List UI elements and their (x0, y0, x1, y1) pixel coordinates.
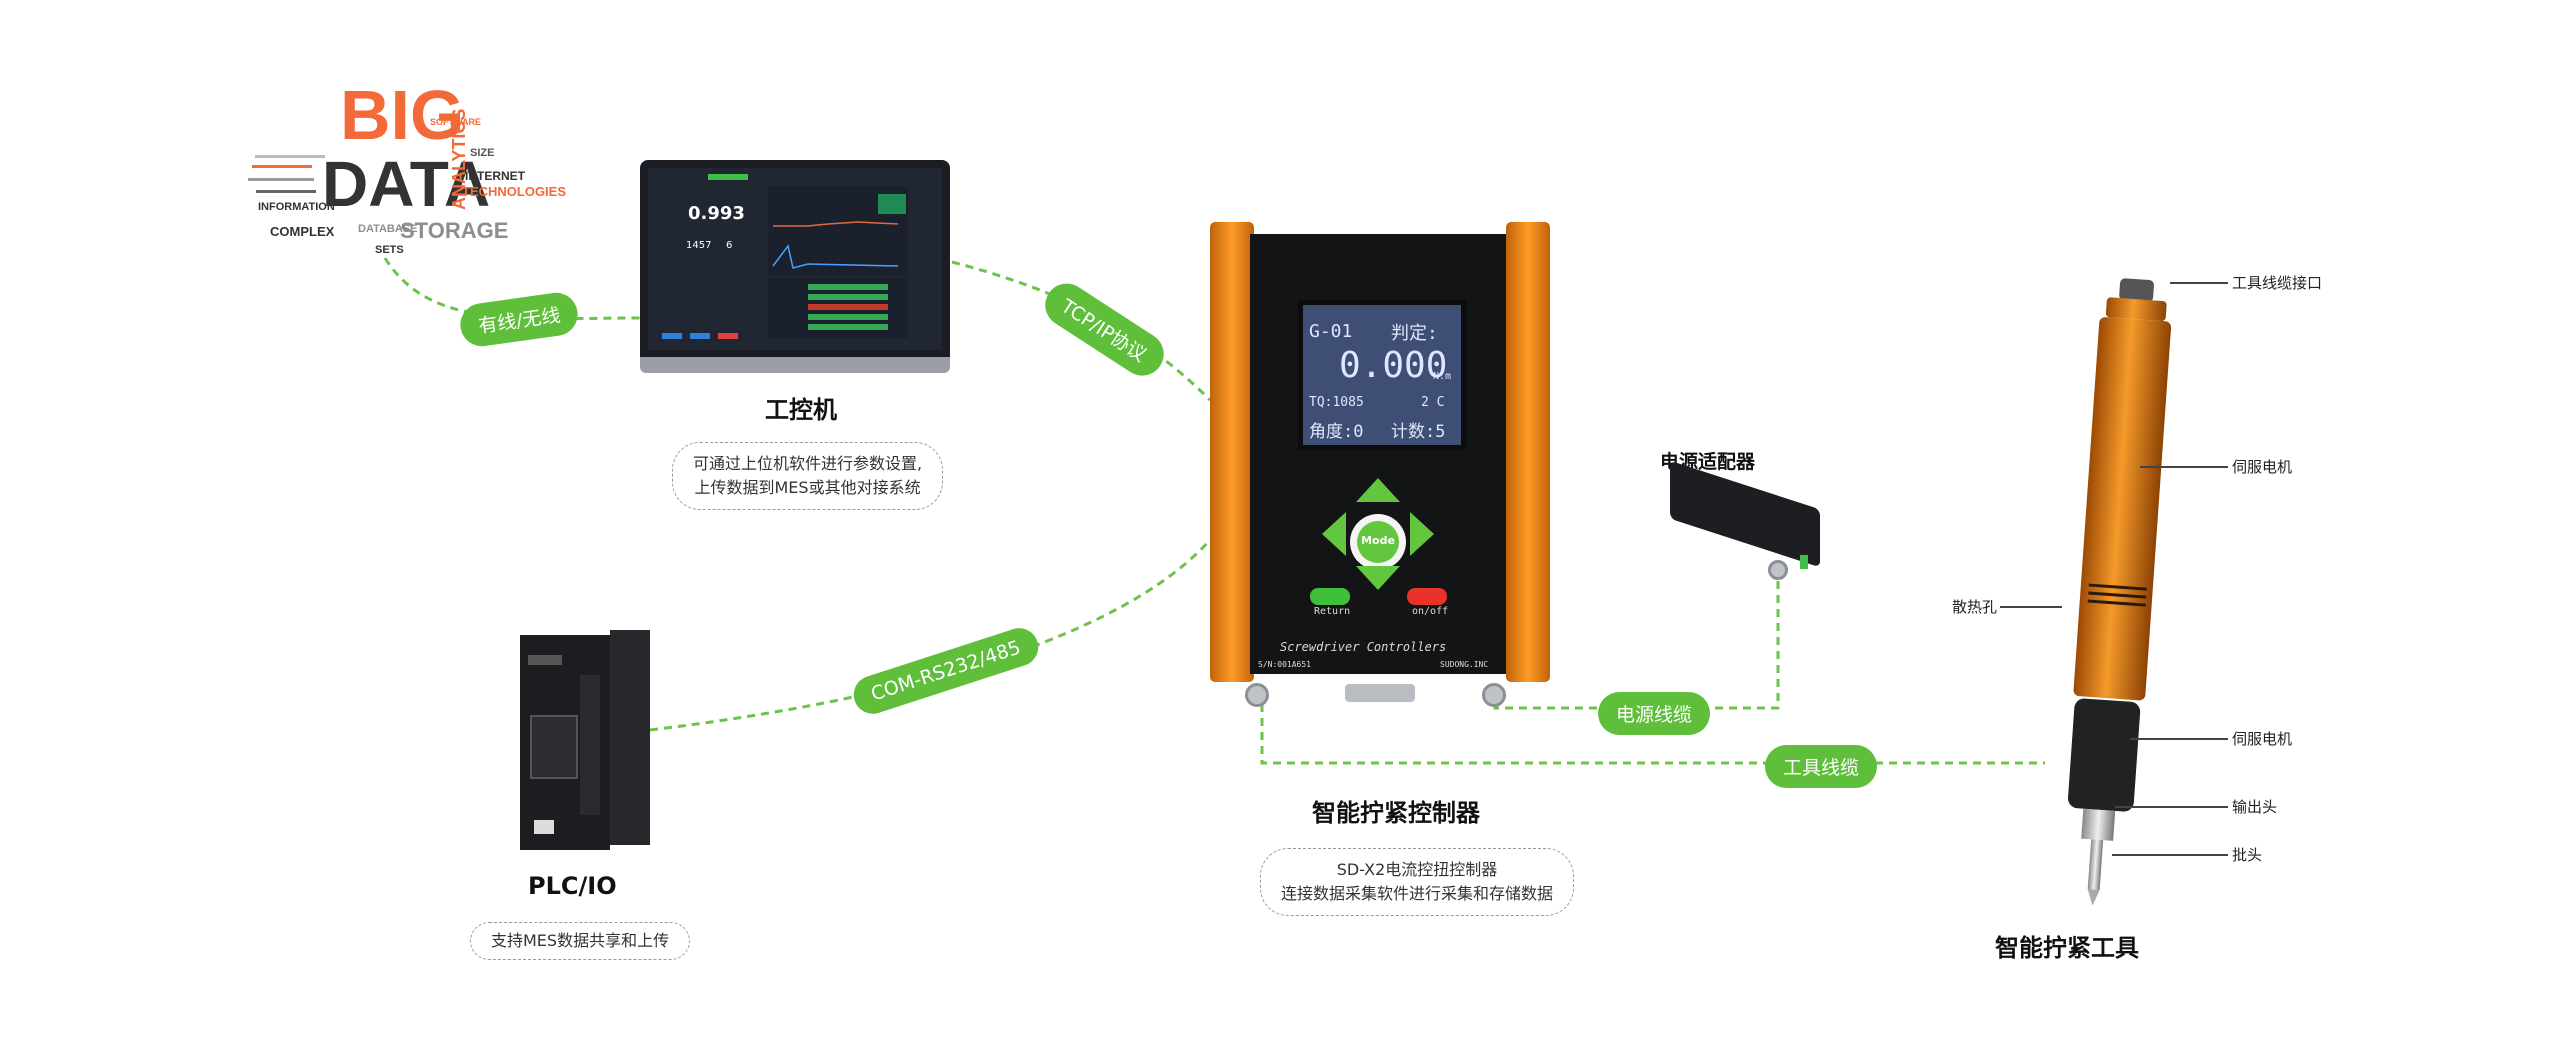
word-size: SIZE (470, 147, 495, 159)
ipc-desc-line2: 上传数据到MES或其他对接系统 (694, 478, 921, 497)
plc-label (534, 820, 554, 834)
controller-desc-line1: SD-X2电流控扭控制器 (1336, 860, 1498, 879)
btn-red (718, 333, 738, 339)
return-button[interactable] (1310, 588, 1350, 605)
callout-servo-motor-bottom: 伺服电机 (2232, 730, 2293, 748)
word-database: DATABASE (358, 223, 418, 235)
ipc-description: 可通过上位机软件进行参数设置, 上传数据到MES或其他对接系统 (672, 442, 944, 510)
up-arrow-icon (1356, 478, 1400, 502)
controller-db-port (1345, 684, 1415, 702)
lcd-count: 计数:5 (1391, 422, 1446, 442)
word-complex: COMPLEX (270, 224, 335, 239)
word-big: BIG (340, 76, 465, 154)
callout-vent-holes: 散热孔 (1952, 598, 1998, 616)
plc-display (528, 655, 562, 665)
ipc-desc-line1: 可通过上位机软件进行参数设置, (693, 454, 923, 473)
plc-side-panel (610, 630, 650, 845)
plc-description: 支持MES数据共享和上传 (470, 922, 691, 960)
callout-line (2000, 606, 2062, 608)
callout-line (2115, 806, 2228, 808)
down-arrow-icon (1356, 566, 1400, 590)
controller-serial: S/N:001A651 (1258, 660, 1311, 669)
controller-rail-right (1506, 222, 1550, 682)
word-storage: STORAGE (400, 218, 509, 243)
lcd-unit: N.m (1433, 371, 1452, 382)
torque-readout: 0.993 (688, 203, 745, 224)
callout-bit: 批头 (2232, 846, 2263, 864)
label-power-cable: 电源线缆 (1598, 692, 1711, 735)
onoff-label: on/off (1412, 606, 1449, 617)
lcd-judge: 判定: (1391, 323, 1438, 344)
arrow-keys (1322, 478, 1434, 590)
plc-terminal (530, 715, 578, 779)
count-readout: 1457 (686, 240, 712, 251)
plc-connector (580, 675, 600, 815)
status-bar (708, 174, 748, 180)
controller-brand: Screwdriver Controllers (1280, 640, 1447, 654)
word-software: SOFTWARE (430, 117, 481, 127)
controller-desc-line2: 连接数据采集软件进行采集和存储数据 (1281, 884, 1554, 903)
word-information: INFORMATION (258, 201, 335, 213)
word-data: DATA (322, 148, 491, 220)
callout-output-head: 输出头 (2232, 798, 2278, 816)
monitor-base (640, 357, 950, 373)
word-internet: INTERNET (465, 169, 525, 183)
controller-title: 智能拧紧控制器 (1312, 799, 1480, 827)
callout-line (2170, 282, 2228, 284)
btn-blue (690, 333, 710, 339)
curve-chart (768, 186, 908, 276)
cloud-filler (256, 190, 316, 193)
right-arrow-icon (1410, 512, 1434, 556)
mode-label: Mode (1361, 534, 1395, 547)
cloud-filler (248, 178, 314, 181)
mode-button[interactable]: Mode (1357, 521, 1399, 563)
btn-blue (662, 333, 682, 339)
ipc-title: 工控机 (765, 396, 837, 424)
lcd-tq: TQ:1085 (1309, 395, 1364, 410)
word-technologies: TECHNOLOGIES (462, 184, 567, 199)
screwdriver-controller (1210, 222, 1550, 682)
left-arrow-icon (1322, 512, 1346, 556)
callout-servo-motor-top: 伺服电机 (2232, 458, 2293, 476)
controller-rail-left (1210, 222, 1254, 682)
plc-title: PLC/IO (528, 872, 617, 900)
controller-description: SD-X2电流控扭控制器 连接数据采集软件进行采集和存储数据 (1260, 848, 1575, 916)
lcd-c: 2 C (1421, 395, 1445, 410)
controller-port-right (1482, 683, 1506, 707)
data-table (768, 278, 908, 338)
plc-desc-text: 支持MES数据共享和上传 (491, 931, 670, 950)
lcd-angle: 角度:0 (1309, 422, 1364, 442)
plc-device (520, 635, 610, 850)
industrial-pc-monitor: 0.993 1457 6 (640, 160, 950, 372)
big-data-word-cloud: BIG DATA STORAGE ANALYTICS INTERNET TECH… (240, 70, 566, 270)
line-plc-controller (649, 538, 1212, 732)
tool-title: 智能拧紧工具 (1995, 934, 2139, 962)
return-label: Return (1314, 606, 1351, 617)
num-readout: 6 (726, 240, 733, 251)
lcd-group: G-01 (1309, 321, 1353, 342)
cloud-filler (255, 155, 325, 158)
line-ipc-controller (951, 260, 1212, 402)
controller-maker: SUDONG.INC (1440, 660, 1489, 669)
controller-port-left (1245, 683, 1269, 707)
label-tool-cable: 工具线缆 (1765, 745, 1878, 788)
ipc-screen: 0.993 1457 6 (648, 168, 942, 350)
controller-lcd: G-01 判定: 0.000 N.m TQ:1085 2 C 角度:0 计数:5 (1298, 300, 1466, 450)
lcd-value: 0.000 (1339, 345, 1448, 386)
callout-cable-port: 工具线缆接口 (2232, 274, 2323, 292)
cloud-filler (252, 165, 312, 168)
screwdriver-tool (2067, 278, 2172, 906)
word-sets: SETS (375, 244, 404, 256)
callout-line (2140, 466, 2228, 468)
callout-line (2112, 854, 2228, 856)
onoff-button[interactable] (1407, 588, 1447, 605)
callout-line (2130, 738, 2228, 740)
adapter-led (1800, 555, 1808, 569)
adapter-port (1768, 560, 1788, 580)
